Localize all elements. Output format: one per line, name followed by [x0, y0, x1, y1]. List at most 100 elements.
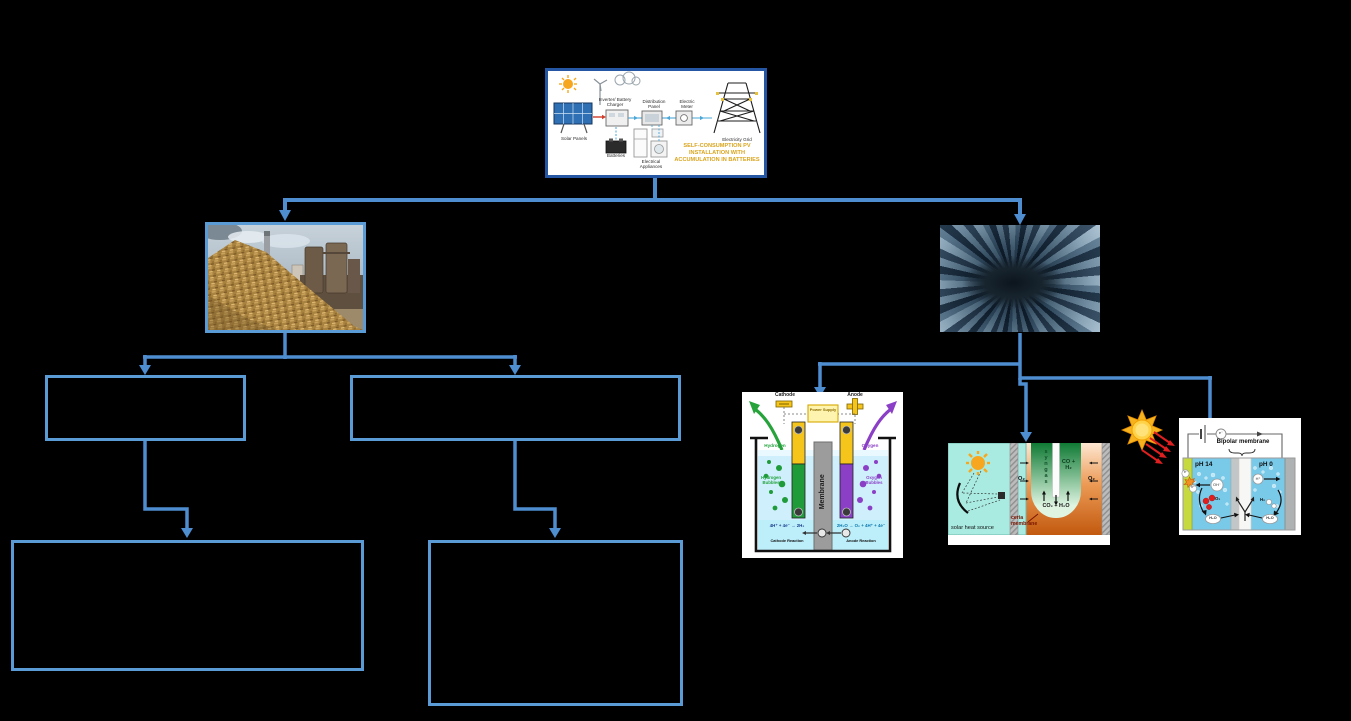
node-bipolar-membrane-diagram: Bipolar membrane e⁻ pH 14 pH 0 e⁻ h⁺ OH⁻…	[1179, 418, 1301, 535]
electron-circle	[1215, 428, 1227, 440]
label-co2-h2o: CO₂ + H₂O	[1042, 503, 1070, 509]
node-box-large-left	[11, 540, 364, 671]
hydrogen-molecules	[1266, 499, 1277, 509]
label-oxygen-bubbles: Oxygen Bubbles	[865, 475, 883, 485]
hydrogen-bubbles-icon	[763, 460, 788, 511]
label-cathode-reaction-name: Cathode Reaction	[770, 538, 804, 543]
appliances-icon	[633, 128, 668, 158]
label-electrode-hole: h⁺	[1191, 485, 1195, 489]
electron-flow	[802, 528, 851, 538]
label-cathode-reaction: 4H⁺ + 4e⁻ → 2H₂	[769, 523, 805, 528]
label-distribution-panel: Distribution Panel	[642, 99, 666, 109]
label-ph-14: pH 14	[1195, 461, 1213, 468]
biomass-illustration	[198, 222, 363, 330]
sunlight-arrows	[1141, 431, 1171, 462]
label-o2-right: O₂	[1088, 476, 1095, 482]
label-electrode-electron: e⁻	[1184, 470, 1188, 474]
label-o2-left: O₂	[1018, 476, 1025, 482]
label-solar-panels: Solar Panels	[560, 136, 588, 141]
power-supply-box	[807, 404, 839, 423]
node-biomass-image	[198, 222, 366, 333]
light-rays	[961, 470, 1001, 512]
photoelectrode	[1182, 457, 1193, 531]
oxygen-arrow	[862, 407, 892, 451]
electrolysis-illustration	[749, 398, 897, 553]
bipolar-illustration	[1181, 425, 1296, 531]
membrane-layer-left	[1230, 457, 1240, 531]
label-hydrogen: Hydrogen	[764, 443, 786, 448]
label-electrical-appliances: Electrical Appliances	[639, 159, 663, 169]
node-electrolysis-diagram: Cathode Anode Power Supply Hydrogen Oxyg…	[742, 392, 903, 558]
distribution-panel-icon	[641, 110, 663, 126]
channel-arrows	[1043, 494, 1069, 502]
label-water-left: H₂O	[1209, 516, 1217, 520]
label-co-h2: CO + H₂	[1061, 459, 1076, 472]
oxygen-bubbles-icon	[857, 460, 882, 511]
oxygen-molecules	[1202, 494, 1216, 510]
membrane-wall-right	[1101, 442, 1111, 536]
label-cathode: Cathode	[775, 392, 795, 398]
label-ph-0: pH 0	[1259, 461, 1273, 468]
circuit-wire	[1187, 433, 1283, 458]
label-water-right: H₂O	[1266, 516, 1274, 520]
node-box-small-right	[350, 375, 681, 441]
label-hydroxide: OH⁻	[1213, 481, 1221, 487]
pv-system-illustration	[553, 71, 761, 158]
flux-ticks	[1020, 462, 1098, 500]
proton-circle	[1252, 473, 1264, 485]
label-oxygen-product: O₂	[1215, 496, 1221, 501]
label-proton: H⁺	[1255, 475, 1261, 481]
transmission-tower-icon	[713, 82, 761, 134]
sun-icon	[966, 451, 990, 475]
battery-icon	[1200, 425, 1206, 443]
label-oxygen: Oxygen	[861, 443, 879, 448]
insulators	[716, 92, 758, 101]
tank-outline	[750, 436, 896, 553]
label-electric-meter: Electric Meter	[679, 99, 695, 109]
pv-caption: SELF-CONSUMPTION PV INSTALLATION WITH AC…	[674, 143, 760, 163]
label-bipolar-membrane: Bipolar membrane	[1216, 439, 1270, 445]
water-right	[1262, 514, 1278, 525]
water-left	[1205, 514, 1221, 525]
label-ceria-membrane: ceria membrane	[1011, 515, 1038, 527]
hydroxide-circle	[1210, 478, 1224, 492]
counter-electrode	[1284, 457, 1296, 531]
battery-icon	[605, 138, 627, 154]
label-electron: e⁻	[1218, 429, 1224, 435]
node-box-large-right	[428, 540, 683, 706]
label-batteries: Batteries	[606, 153, 626, 158]
inverter-icon	[605, 109, 629, 127]
label-anode-reaction: 2H₂O → O₂ + 4H⁺ + 4e⁻	[836, 523, 886, 528]
electric-meter-icon	[675, 110, 693, 126]
label-membrane: Membrane	[819, 474, 827, 510]
sun-icon	[559, 75, 577, 93]
label-electricity-grid: Electricity Grid	[722, 137, 752, 142]
label-hydrogen-product: H₂	[1260, 497, 1266, 502]
plus-terminal-icon	[846, 398, 864, 415]
label-power-supply: Power Supply	[809, 407, 837, 412]
node-box-small-left	[45, 375, 246, 441]
ceria-pointer-line	[1027, 513, 1039, 523]
anode-electrode	[839, 421, 854, 519]
flux-arrowheads	[1026, 461, 1092, 501]
inlet-slot	[1052, 442, 1060, 498]
label-solar-heat-source: solar heat source	[951, 525, 994, 531]
node-whirlpool-image	[940, 225, 1100, 332]
water-split-arrows	[1236, 499, 1254, 521]
label-anode-reaction-name: Anode Reaction	[846, 538, 876, 543]
node-ceria-membrane-diagram: syngas CO + H₂ O₂ O₂ CO₂ + H₂O solar hea…	[947, 442, 1111, 545]
label-anode: Anode	[847, 392, 863, 398]
node-pv-system-image: Solar Panels Inverter/ Battery Charger D…	[545, 68, 767, 178]
ceria-illustration	[947, 442, 1111, 545]
solar-panel-icon	[553, 102, 593, 134]
hydrogen-arrow	[754, 407, 784, 451]
woodchip-pile	[208, 240, 363, 330]
label-syngas: syngas	[1043, 449, 1049, 485]
label-hydrogen-bubbles: Hydrogen Bubbles	[760, 475, 782, 485]
parabolic-dish-icon	[956, 482, 969, 514]
bipolar-sun-icon	[1116, 404, 1180, 468]
cloud-icon	[614, 71, 641, 86]
brace	[1228, 448, 1256, 457]
receiver-icon	[998, 492, 1005, 499]
